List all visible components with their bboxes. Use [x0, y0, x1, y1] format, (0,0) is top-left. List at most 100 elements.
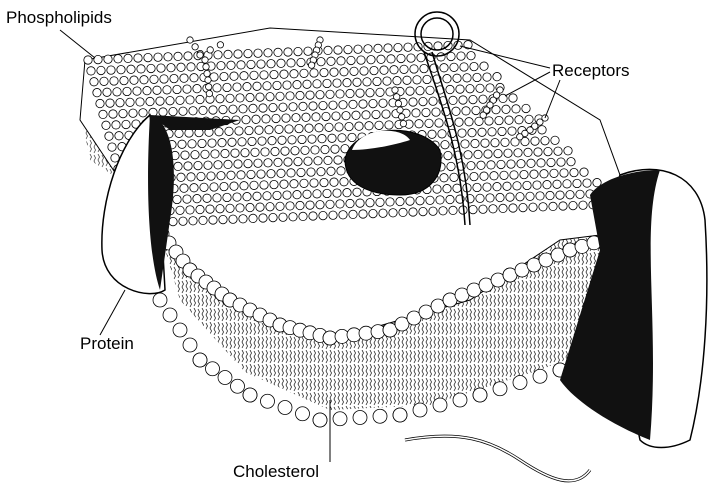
phospholipid-head [422, 108, 430, 116]
phospholipid-head [229, 215, 237, 223]
phospholipid-head [444, 151, 452, 159]
phospholipid-head [203, 64, 209, 70]
phospholipid-head [269, 103, 277, 111]
phospholipid-head [300, 69, 308, 77]
phospholipid-head [218, 138, 226, 146]
phospholipid-head [501, 138, 509, 146]
phospholipid-head [283, 81, 291, 89]
phospholipid-head [338, 134, 346, 142]
phospholipid-head [186, 206, 194, 214]
phospholipid-head [453, 184, 461, 192]
phospholipid-head [340, 68, 348, 76]
phospholipid-head [147, 64, 155, 72]
phospholipid-head [326, 90, 334, 98]
phospholipid-head [173, 85, 181, 93]
phospholipid-head [461, 140, 469, 148]
phospholipid-head [353, 188, 361, 196]
phospholipid-head [380, 66, 388, 74]
phospholipid-head [291, 147, 299, 155]
phospholipid-head [187, 37, 193, 43]
phospholipid-head [467, 161, 475, 169]
phospholipid-head [322, 112, 330, 120]
phospholipid-head [455, 118, 463, 126]
phospholipid-head [144, 53, 152, 61]
phospholipid-head [153, 293, 167, 307]
phospholipid-head [193, 84, 201, 92]
phospholipid-head [217, 61, 225, 69]
phospholipid-head [109, 110, 117, 118]
phospholipid-head [327, 167, 335, 175]
phospholipid-head [370, 66, 378, 74]
phospholipid-head [276, 92, 284, 100]
phospholipid-head [313, 80, 321, 88]
phospholipid-head [90, 78, 98, 86]
phospholipid-head [352, 111, 360, 119]
phospholipid-head [177, 63, 185, 71]
phospholipid-head [313, 190, 321, 198]
phospholipid-head [299, 102, 307, 110]
phospholipid-head [469, 205, 477, 213]
phospholipid-head [169, 107, 177, 115]
phospholipid-head [225, 127, 233, 135]
phospholipid-head [280, 70, 288, 78]
phospholipid-head [216, 95, 224, 103]
phospholipid-head [317, 167, 325, 175]
phospholipid-head [166, 97, 174, 105]
phospholipid-head [264, 159, 272, 167]
phospholipid-head [240, 182, 248, 190]
phospholipid-head [296, 201, 304, 209]
phospholipid-head [396, 197, 404, 205]
phospholipid-head [246, 203, 254, 211]
phospholipid-head [490, 172, 498, 180]
phospholipid-head [114, 55, 122, 63]
phospholipid-head [217, 171, 225, 179]
phospholipid-head [426, 86, 434, 94]
phospholipid-head [254, 49, 262, 57]
phospholipid-head [159, 108, 167, 116]
phospholipid-head [216, 205, 224, 213]
phospholipid-head [163, 308, 177, 322]
phospholipid-head [183, 85, 191, 93]
phospholipid-head [289, 213, 297, 221]
phospholipid-head [156, 97, 164, 105]
phospholipid-head [385, 121, 393, 129]
phospholipid-head [226, 204, 234, 212]
phospholipid-head [486, 84, 494, 92]
phospholipid-head [487, 161, 495, 169]
phospholipid-head [202, 57, 208, 63]
phospholipid-head [213, 194, 221, 202]
phospholipid-head [354, 45, 362, 53]
phospholipid-head [417, 53, 425, 61]
phospholipid-head [453, 74, 461, 82]
phospholipid-head [440, 64, 448, 72]
phospholipid-head [230, 72, 238, 80]
phospholipid-head [537, 159, 545, 167]
phospholipid-head [366, 89, 374, 97]
phospholipid-head [237, 61, 245, 69]
phospholipid-head [208, 139, 216, 147]
phospholipid-head [281, 147, 289, 155]
phospholipid-head [97, 66, 105, 74]
phospholipid-head [483, 183, 491, 191]
phospholipid-head [373, 409, 387, 423]
phospholipid-head [504, 149, 512, 157]
phospholipid-head [274, 48, 282, 56]
phospholipid-head [297, 58, 305, 66]
phospholipid-head [259, 214, 267, 222]
phospholipid-head [271, 147, 279, 155]
phospholipid-head [400, 120, 406, 126]
phospholipid-head [473, 388, 487, 402]
phospholipid-head [205, 77, 211, 83]
phospholipid-head [268, 136, 276, 144]
phospholipid-head [204, 70, 210, 76]
phospholipid-head [355, 122, 363, 130]
phospholipid-head [251, 148, 259, 156]
phospholipid-head [379, 209, 387, 217]
phospholipid-head [514, 149, 522, 157]
phospholipid-head [506, 193, 514, 201]
phospholipid-head [190, 74, 198, 82]
phospholipid-head [363, 78, 371, 86]
phospholipid-head [387, 55, 395, 63]
phospholipid-head [237, 171, 245, 179]
